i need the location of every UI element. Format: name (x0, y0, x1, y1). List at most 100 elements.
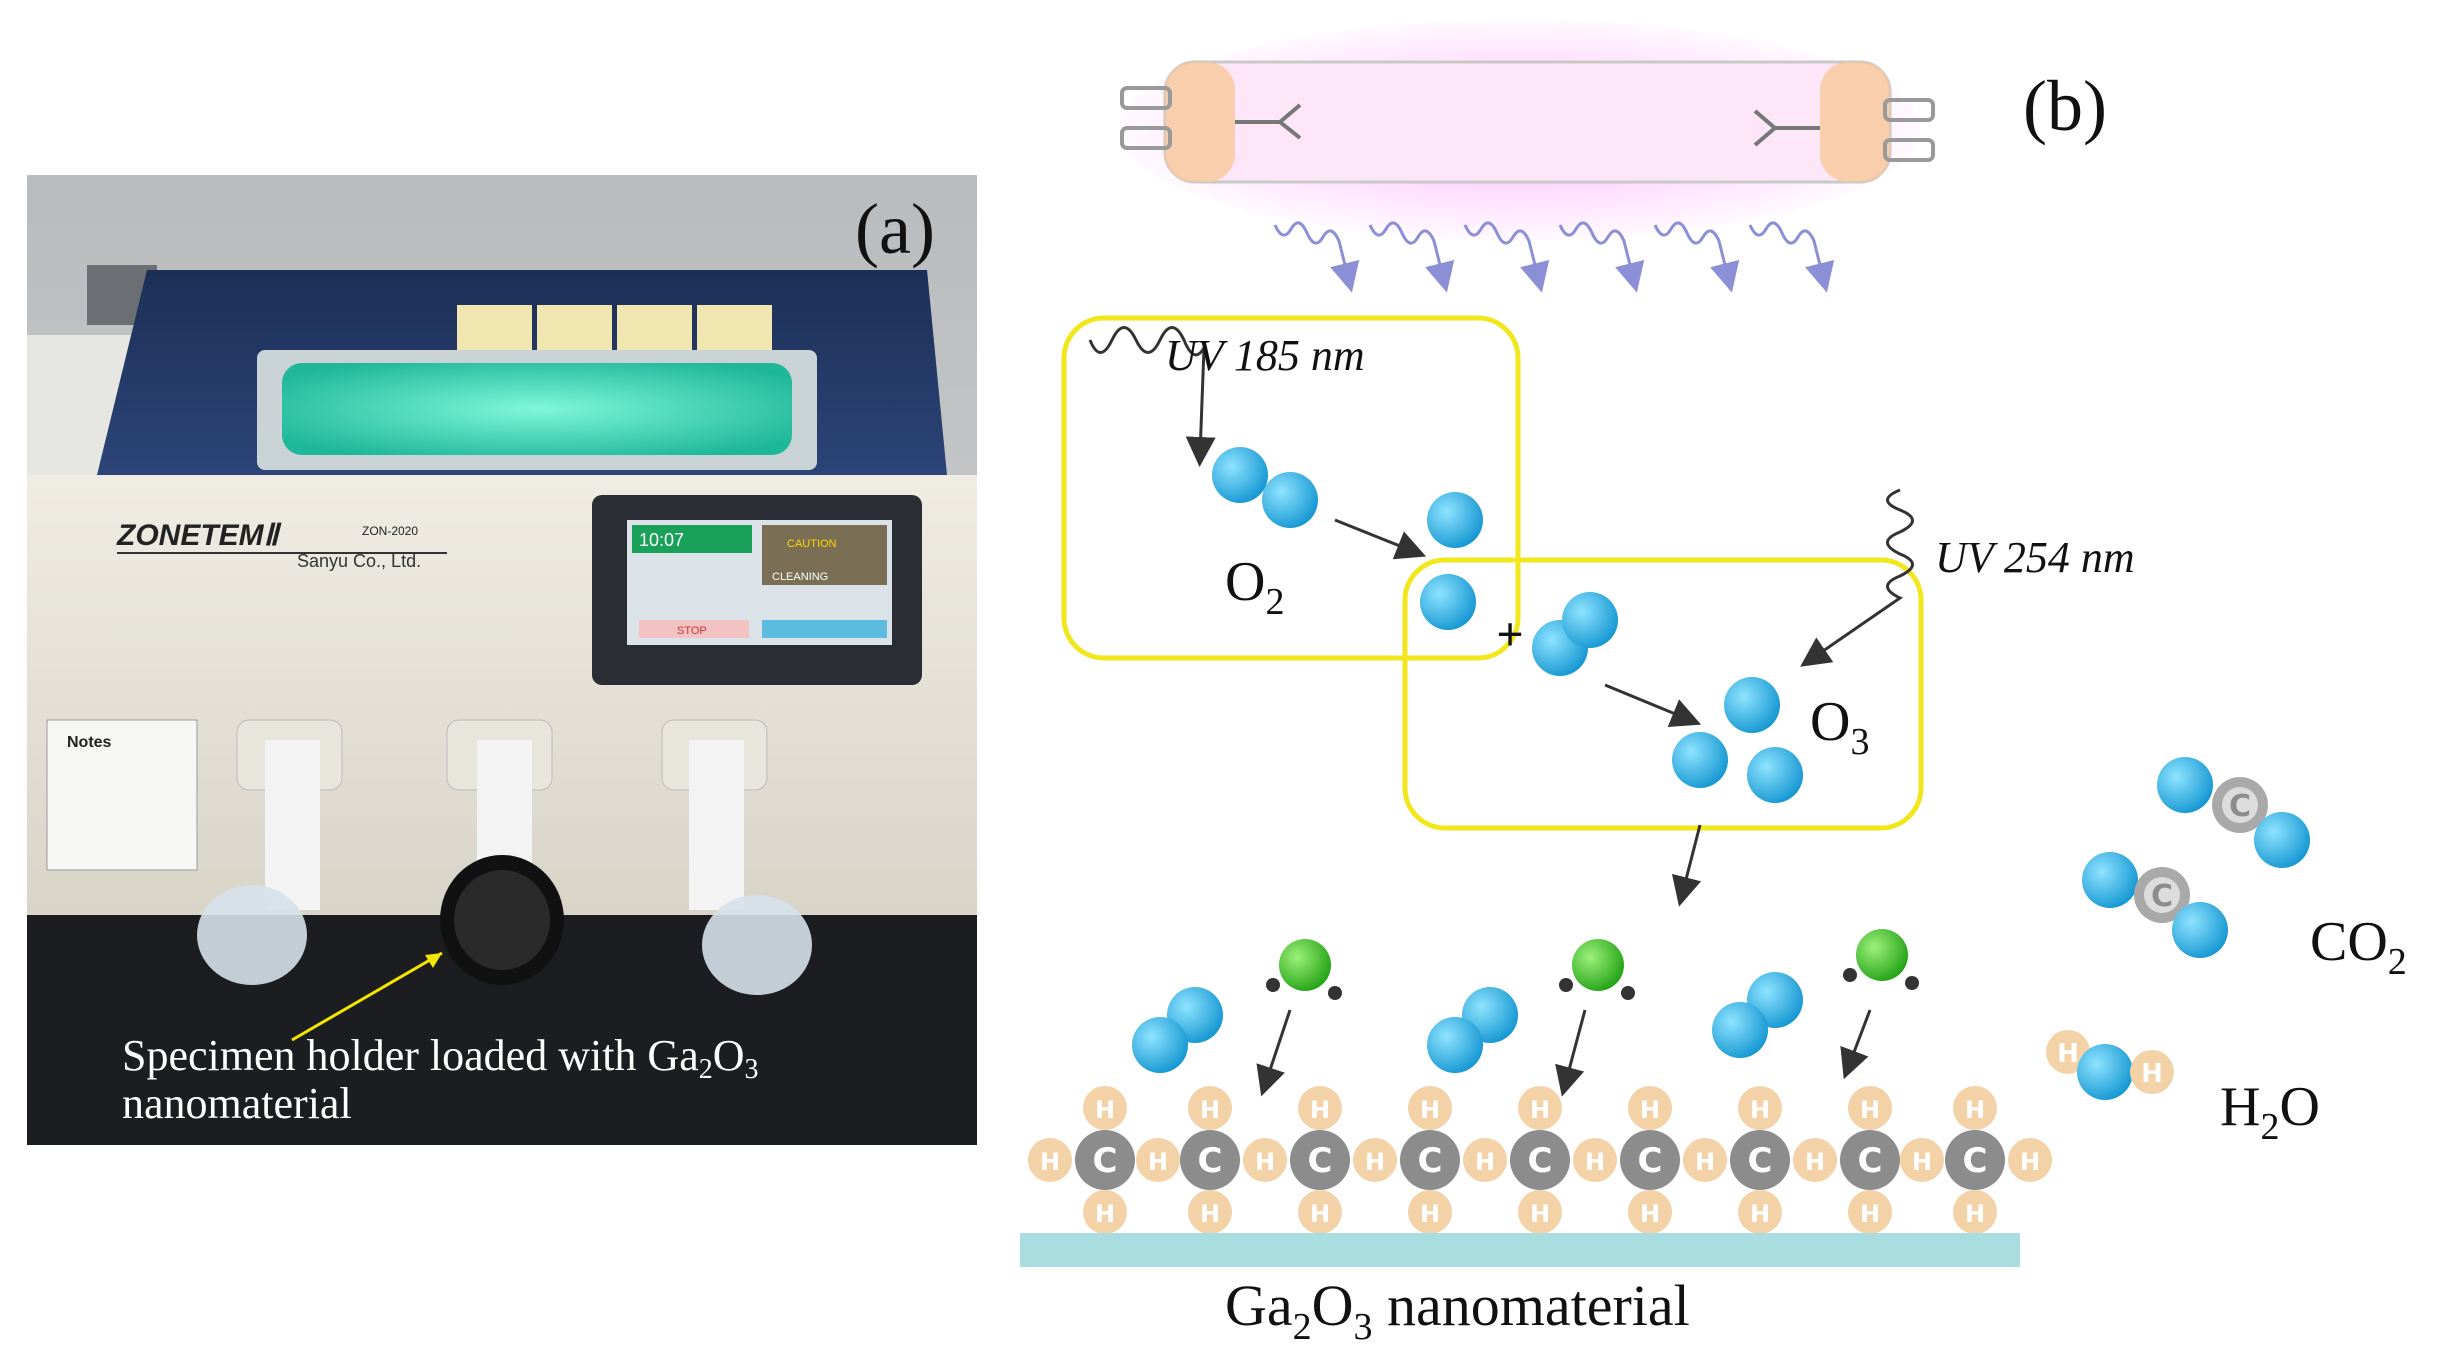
o2-label: O2 (1225, 551, 1284, 623)
carbon-atom (1180, 1130, 1240, 1190)
hydrogen-atom (1793, 1138, 1837, 1182)
oxygen-atom (1212, 447, 1268, 503)
hydrogen-atom (1408, 1190, 1452, 1234)
carbon-atom (1840, 1130, 1900, 1190)
port-middle (440, 719, 564, 985)
substrate-layer (1020, 1233, 2020, 1267)
hydrogen-atom (1298, 1086, 1342, 1130)
hydrogen-symbol: H (1640, 1096, 1660, 1124)
panel-a-label: (a) (855, 189, 935, 269)
hydrogen-atom (1188, 1190, 1232, 1234)
device-maker: Sanyu Co., Ltd. (297, 551, 421, 571)
carbon-symbol: C (2151, 879, 2173, 914)
hydrogen-atom (1953, 1086, 1997, 1130)
hydrogen-symbol: H (2020, 1148, 2040, 1176)
hydroxyl-radical-atom (1572, 939, 1624, 991)
hydrogen-symbol: H (1965, 1200, 1985, 1228)
oxygen-atom (1747, 972, 1803, 1028)
hydrogen-atom (1136, 1138, 1180, 1182)
screen-status: CLEANING (772, 571, 828, 583)
substrate-label: Ga2O3 nanomaterial (1225, 1273, 1690, 1348)
arrow-o3-down (1671, 824, 1702, 907)
hydrogen-atom (1738, 1086, 1782, 1130)
oxygen-atom (1132, 1017, 1188, 1073)
hydrogen-symbol: H (1200, 1096, 1220, 1124)
device-model: ZON-2020 (362, 524, 418, 538)
radical-dot (1621, 986, 1635, 1000)
arrow-radical1-down (1256, 1009, 1292, 1097)
hydrogen-symbol: H (1965, 1096, 1985, 1124)
radical-dot (1328, 986, 1342, 1000)
hydroxyl-radical-atom (1279, 939, 1331, 991)
screen-stop-button[interactable] (639, 620, 749, 638)
hydrogen-atom (1848, 1190, 1892, 1234)
uv254-label: UV 254 nm (1935, 533, 2135, 582)
oxygen-atom (2157, 757, 2213, 813)
carbon-symbol: C (1198, 1141, 1223, 1181)
oxygen-atom (1712, 1002, 1768, 1058)
hydrogen-atom (1953, 1190, 1997, 1234)
carbon-symbol: C (1638, 1141, 1663, 1181)
hydrogen-atom (1028, 1138, 1072, 1182)
hydrogen-symbol: H (1475, 1148, 1495, 1176)
uv185-wave (1088, 326, 1216, 467)
hydrogen-symbol: H (2141, 1059, 2163, 1089)
device-photo: ZONETEMⅡ ZON-2020 Sanyu Co., Ltd. 10:07 … (27, 175, 977, 1145)
hydrogen-atom (2130, 1050, 2174, 1094)
hydrogen-atom (1463, 1138, 1507, 1182)
h2o-label: H2O (2220, 1076, 2320, 1148)
hydrogen-symbol: H (1860, 1200, 1880, 1228)
device-brand: ZONETEMⅡ (116, 519, 282, 552)
hydrogen-symbol: H (1148, 1148, 1168, 1176)
carbon-symbol: C (1093, 1141, 1118, 1181)
hydrogen-symbol: H (1200, 1200, 1220, 1228)
hydrogen-symbol: H (1420, 1200, 1440, 1228)
uv-window-glow (282, 363, 792, 455)
arrow-o2-to-o (1334, 518, 1427, 560)
notes-title: Notes (67, 734, 112, 751)
o3-label: O3 (1810, 691, 1869, 763)
port-right (661, 719, 812, 995)
specimen-caption-line1: Specimen holder loaded with Ga2O3 (122, 1031, 759, 1085)
plus-sign: + (1496, 608, 1523, 661)
radical-dot (1559, 978, 1573, 992)
hydrogen-symbol: H (1805, 1148, 1825, 1176)
uv-wave (1558, 221, 1645, 293)
carbon-symbol: C (1418, 1141, 1443, 1181)
radical-dot (1843, 968, 1857, 982)
hydrogen-atom (1900, 1138, 1944, 1182)
hydrogen-symbol: H (1420, 1096, 1440, 1124)
oxygen-atom (1427, 492, 1483, 548)
box-o3-formation (1402, 557, 1924, 831)
carbon-symbol: C (2229, 789, 2251, 824)
uv-wave (1748, 221, 1835, 293)
hydrogen-atom (1738, 1190, 1782, 1234)
co2-label: CO2 (2310, 911, 2407, 983)
carbon-atom-inner (2222, 787, 2258, 823)
hydrogen-atom (2046, 1030, 2090, 1074)
arrow-radical3-down (1840, 1009, 1872, 1080)
uv-wave (1273, 221, 1360, 293)
carbon-atom (1945, 1130, 2005, 1190)
carbon-atom (1400, 1130, 1460, 1190)
hydrogen-symbol: H (1750, 1096, 1770, 1124)
uv-lamp (1120, 20, 1935, 240)
screen-stop-label: STOP (677, 625, 707, 637)
radical-dot (1905, 976, 1919, 990)
hydrogen-atom (1683, 1138, 1727, 1182)
screen-caution: CAUTION (787, 538, 837, 550)
hydrogen-atom (1628, 1086, 1672, 1130)
box-o2-formation (1061, 315, 1521, 661)
hydrogen-symbol: H (1912, 1148, 1932, 1176)
carbon-atom (1730, 1130, 1790, 1190)
hydrogen-symbol: H (1365, 1148, 1385, 1176)
carbon-symbol: C (1308, 1141, 1333, 1181)
hydrogen-symbol: H (1860, 1096, 1880, 1124)
carbon-symbol: C (1963, 1141, 1988, 1181)
hydrogen-atom (1298, 1190, 1342, 1234)
oxygen-atom (2082, 852, 2138, 908)
oxygen-atom (2254, 812, 2310, 868)
oxygen-atom (1427, 1017, 1483, 1073)
hydrogen-symbol: H (1695, 1148, 1715, 1176)
